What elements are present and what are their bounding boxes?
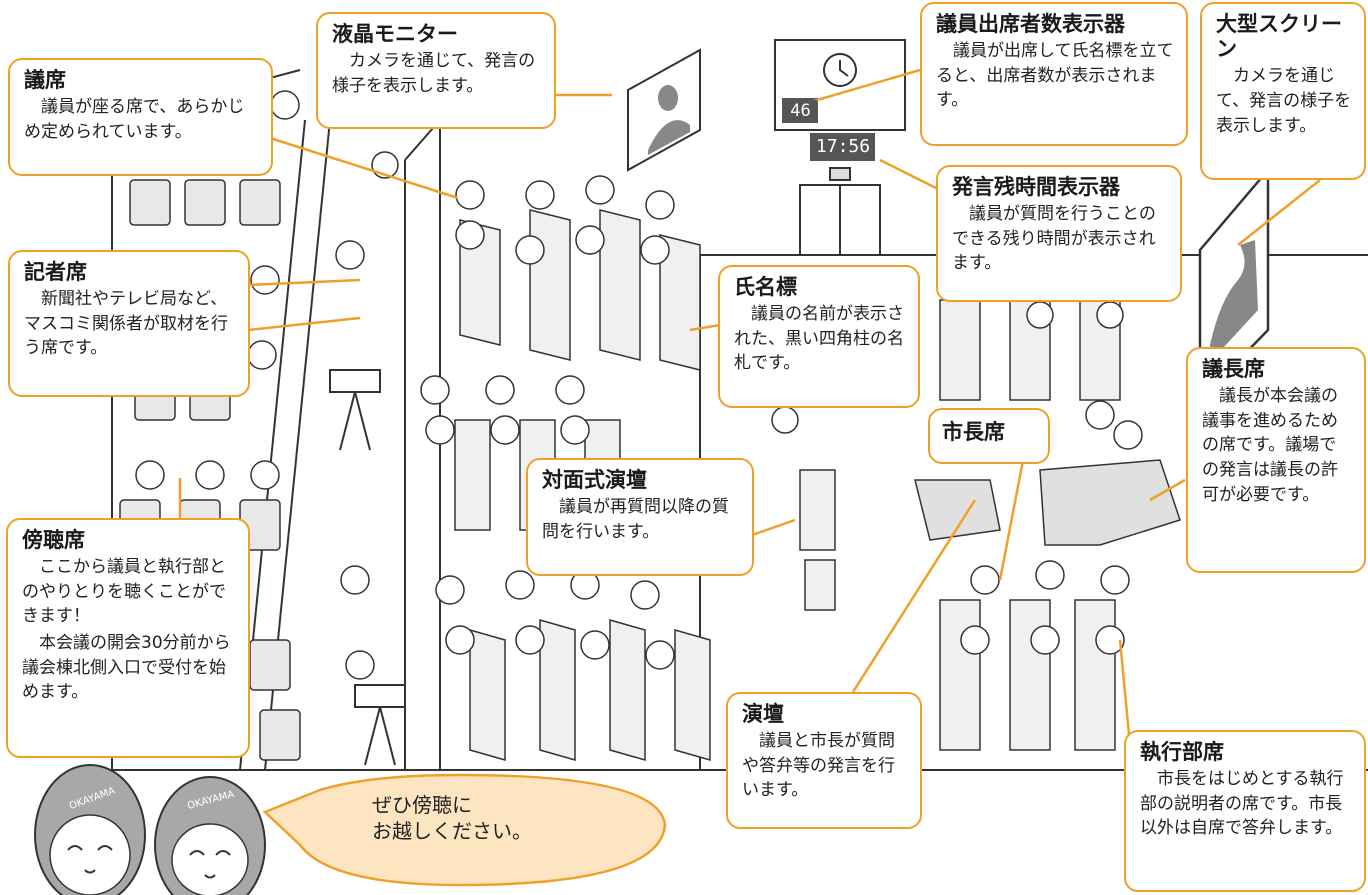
callout-title: 演壇 — [742, 702, 784, 726]
callout-giseki: 議席 議員が座る席で、あらかじめ定められています。 — [8, 58, 273, 176]
callout-endan: 演壇 議員と市長が質問や答弁等の発言を行います。 — [726, 692, 922, 829]
callout-shikkobu: 執行部席 市長をはじめとする執行部の説明者の席です。市長以外は自席で答弁します。 — [1124, 730, 1366, 892]
callout-text: 議員が再質問以降の質問を行います。 — [542, 497, 729, 542]
callout-shussekisha: 議員出席者数表示器 議員が出席して氏名標を立てると、出席者数が表示されます。 — [920, 2, 1188, 146]
callout-bochoseki: 傍聴席 ここから議員と執行部とのやりとりを聴くことができます！ 本会議の開会30… — [6, 518, 250, 758]
callout-title: 傍聴席 — [22, 528, 85, 552]
callout-text: 議員が出席して氏名標を立てると、出席者数が表示されます。 — [936, 41, 1174, 111]
callout-shimeihyo: 氏名標 議員の名前が表示された、黒い四角柱の名札です。 — [718, 265, 920, 408]
mascot-characters: OKAYAMA OKAYAMA — [34, 764, 266, 895]
callout-title: 発言残時間表示器 — [952, 175, 1120, 199]
callout-text: ここから議員と執行部とのやりとりを聴くことができます！ — [22, 557, 226, 627]
callout-taimen: 対面式演壇 議員が再質問以降の質問を行います。 — [526, 458, 754, 576]
callout-pointers — [178, 68, 1321, 746]
callout-text: 議員と市長が質問や答弁等の発言を行います。 — [742, 731, 895, 801]
callout-title: 大型スクリーン — [1216, 12, 1342, 62]
camera-icon — [329, 369, 406, 766]
callout-text: 新聞社やテレビ局など、マスコミ関係者が取材を行う席です。 — [24, 289, 228, 359]
member-seats — [119, 90, 1181, 766]
callout-hatsugen-jikan: 発言残時間表示器 議員が質問を行うことのできる残り時間が表示されます。 — [936, 165, 1182, 302]
speech-bubble — [262, 773, 667, 887]
callout-title: 記者席 — [24, 260, 87, 284]
callout-title: 対面式演壇 — [542, 468, 647, 492]
remaining-time-display: 17:56 — [812, 135, 874, 159]
callout-text: 市長をはじめとする執行部の説明者の席です。市長以外は自席で答弁します。 — [1140, 769, 1344, 839]
callout-title: 市長席 — [942, 420, 1005, 444]
callout-title: 液晶モニター — [332, 22, 458, 46]
callout-text: 議長が本会議の議事を進めるための席です。議場での発言は議長の許可が必要です。 — [1202, 386, 1338, 505]
callout-screen: 大型スクリーン カメラを通じて、発言の様子を表示します。 — [1200, 2, 1366, 180]
callout-gichoseki: 議長席 議長が本会議の議事を進めるための席です。議場での発言は議長の許可が必要で… — [1186, 347, 1366, 573]
callout-text: カメラを通じて、発言の様子を表示します。 — [1216, 66, 1352, 136]
callout-title: 議長席 — [1202, 357, 1265, 381]
attendance-count-display: 46 — [784, 100, 817, 122]
callout-text: 議員が質問を行うことのできる残り時間が表示されます。 — [952, 204, 1156, 274]
callout-shichoseki: 市長席 — [928, 408, 1050, 464]
back-door — [799, 167, 881, 256]
mascot-speech-text: ぜひ傍聴に お越しください。 — [372, 793, 532, 843]
callout-title: 議員出席者数表示器 — [936, 12, 1125, 36]
callout-title: 氏名標 — [734, 275, 797, 299]
callout-text: 議員の名前が表示された、黒い四角柱の名札です。 — [734, 304, 904, 374]
callout-title: 議席 — [24, 68, 66, 92]
callout-text: 議員が座る席で、あらかじめ定められています。 — [24, 97, 245, 142]
callout-text-2: 本会議の開会30分前から議会棟北側入口で受付を始めます。 — [22, 633, 231, 703]
callout-title: 執行部席 — [1140, 740, 1224, 764]
callout-kishaseki: 記者席 新聞社やテレビ局など、マスコミ関係者が取材を行う席です。 — [8, 250, 250, 397]
callout-ekisho: 液晶モニター カメラを通じて、発言の様子を表示します。 — [316, 12, 556, 129]
callout-text: カメラを通じて、発言の様子を表示します。 — [332, 51, 536, 96]
lcd-monitor — [627, 48, 701, 172]
